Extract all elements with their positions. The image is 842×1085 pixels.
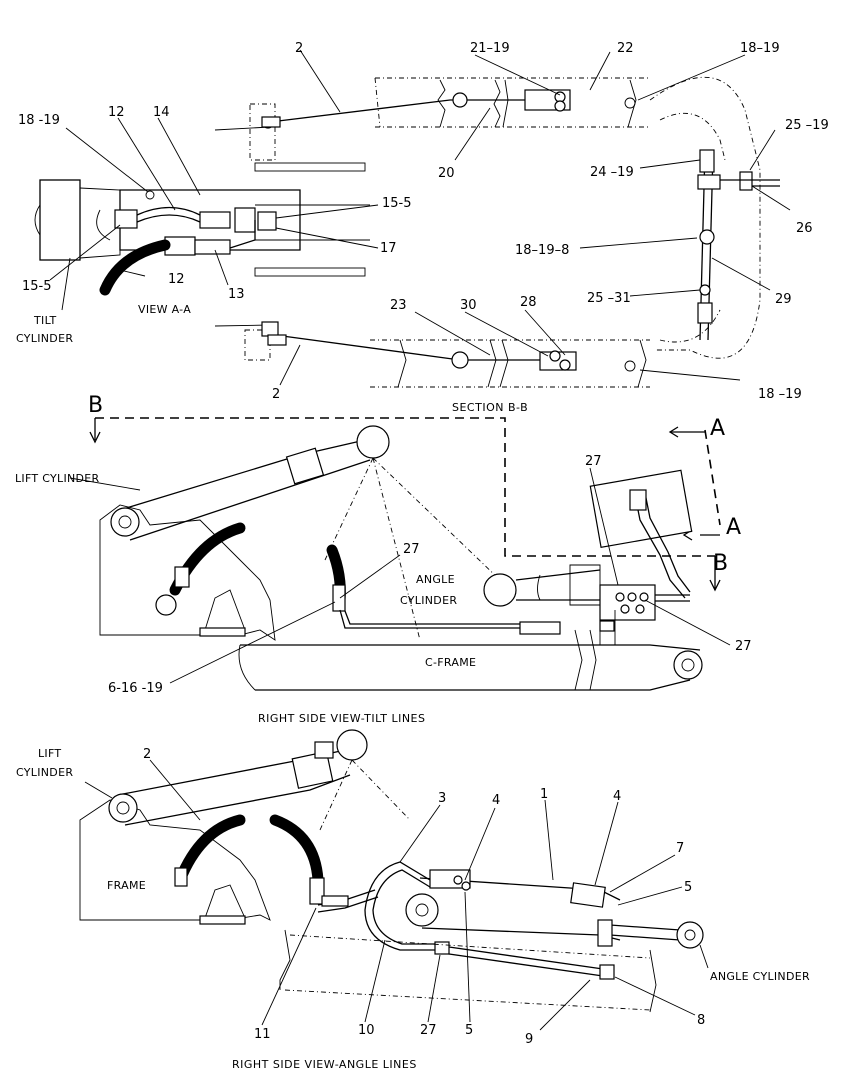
callout-26: 26 xyxy=(796,221,813,236)
callout-24-19: 24 –19 xyxy=(590,165,634,180)
callout-15-5-left: 15-5 xyxy=(22,279,52,294)
callout-17: 17 xyxy=(380,241,397,256)
tilt-view-caption: RIGHT SIDE VIEW-TILT LINES xyxy=(258,712,425,725)
callout-7: 7 xyxy=(676,841,684,856)
callout-18-19-top: 18–19 xyxy=(740,41,780,56)
section-b-b: 2 21–19 22 18–19 20 25 –19 24 –19 26 18–… xyxy=(214,41,829,414)
callout-20: 20 xyxy=(438,166,455,181)
lift-cylinder-label: LIFT CYLINDER xyxy=(15,472,100,485)
callout-13: 13 xyxy=(228,287,245,302)
callout-25-19: 25 –19 xyxy=(785,118,829,133)
callout-9: 9 xyxy=(525,1032,533,1047)
callout-18-19: 18 -19 xyxy=(18,113,60,128)
section-b-b-title: SECTION B-B xyxy=(452,401,528,414)
lift-label-1: LIFT xyxy=(38,747,61,760)
frame-label: FRAME xyxy=(107,879,146,892)
section-letter-b-top: B xyxy=(88,393,103,418)
callout-25-31: 25 –31 xyxy=(587,291,631,306)
section-letter-a-top: A xyxy=(710,416,725,441)
callout-30: 30 xyxy=(460,298,477,313)
callout-2: 2 xyxy=(143,747,151,762)
view-a-a: 18 -19 12 14 15-5 17 15-5 12 13 VIEW A-A… xyxy=(16,105,412,345)
callout-8: 8 xyxy=(697,1013,705,1028)
section-letter-b-bottom: B xyxy=(713,551,728,576)
callout-10: 10 xyxy=(358,1023,375,1038)
callout-27-mid: 27 xyxy=(403,542,420,557)
angle-lines-view: LIFT CYLINDER FRAME ANGLE CYLINDER 2 3 4… xyxy=(16,729,810,1071)
callout-12-bottom: 12 xyxy=(168,272,185,287)
callout-27-right: 27 xyxy=(735,639,752,654)
lift-label-2: CYLINDER xyxy=(16,766,73,779)
callout-5-right: 5 xyxy=(684,880,692,895)
callout-18-19-8: 18–19–8 xyxy=(515,243,569,258)
callout-3: 3 xyxy=(438,791,446,806)
callout-4-left: 4 xyxy=(492,793,500,808)
angle-cylinder-label: ANGLE CYLINDER xyxy=(710,970,810,983)
callout-14: 14 xyxy=(153,105,170,120)
callout-2-top: 2 xyxy=(295,41,303,56)
callout-4-right: 4 xyxy=(613,789,621,804)
callout-6-16-19: 6-16 -19 xyxy=(108,681,163,696)
angle-cylinder-label-1: ANGLE xyxy=(416,573,455,586)
callout-28: 28 xyxy=(520,295,537,310)
callout-27-top: 27 xyxy=(585,454,602,469)
angle-view-caption: RIGHT SIDE VIEW-ANGLE LINES xyxy=(232,1058,417,1071)
section-markers: B B A A xyxy=(88,393,741,592)
callout-23: 23 xyxy=(390,298,407,313)
callout-15-5-right: 15-5 xyxy=(382,196,412,211)
c-frame-label: C-FRAME xyxy=(425,656,476,669)
callout-27: 27 xyxy=(420,1023,437,1038)
angle-cylinder-label-2: CYLINDER xyxy=(400,594,457,607)
section-letter-a-bottom: A xyxy=(726,515,741,540)
callout-2-bottom: 2 xyxy=(272,387,280,402)
callout-1: 1 xyxy=(540,787,548,802)
callout-18-19-bottom: 18 –19 xyxy=(758,387,802,402)
callout-11: 11 xyxy=(254,1027,271,1042)
tilt-lines-view: LIFT CYLINDER ANGLE CYLINDER C-FRAME 27 … xyxy=(15,425,752,725)
callout-22: 22 xyxy=(617,41,634,56)
tilt-cylinder-label-1: TILT xyxy=(33,314,57,327)
callout-29: 29 xyxy=(775,292,792,307)
view-a-a-title: VIEW A-A xyxy=(138,303,191,316)
tilt-cylinder-label-2: CYLINDER xyxy=(16,332,73,345)
callout-5-bottom: 5 xyxy=(465,1023,473,1038)
callout-12-top: 12 xyxy=(108,105,125,120)
callout-21-19: 21–19 xyxy=(470,41,510,56)
